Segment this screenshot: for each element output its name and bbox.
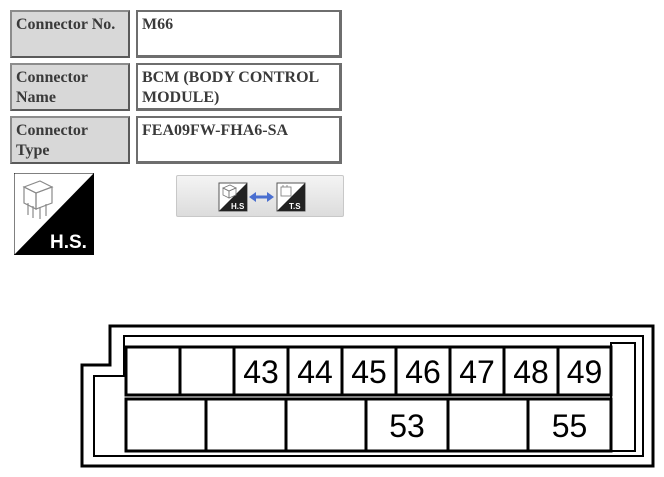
terminal-cavity (204, 397, 288, 453)
terminal-cavity (364, 397, 450, 453)
terminal-cavity (232, 345, 290, 397)
connector-number-value: M66 (136, 10, 342, 58)
swap-arrows-icon (249, 192, 274, 202)
terminal-cavity (446, 397, 530, 453)
connector-number-row: Connector No. M66 (10, 10, 342, 58)
terminal-number: 47 (459, 354, 495, 390)
terminal-number: 48 (513, 354, 549, 390)
connector-name-value: BCM (BODY CONTROL MODULE) (136, 63, 342, 111)
terminal-number: 46 (405, 354, 441, 390)
connector-number-label: Connector No. (10, 10, 130, 58)
terminal-cavity (178, 345, 236, 397)
terminal-bottom-row: 53 55 (124, 397, 613, 453)
terminal-number: 43 (243, 354, 279, 390)
terminal-top-row: 43 44 45 46 47 48 49 (124, 345, 613, 397)
terminal-cavity (284, 397, 368, 453)
terminal-number: 55 (552, 408, 588, 444)
terminal-cavity (340, 345, 398, 397)
connector-name-row: Connector Name BCM (BODY CONTROL MODULE) (10, 63, 342, 111)
terminal-cavity (394, 345, 452, 397)
harness-side-connector-icon: H.S. (13, 172, 95, 256)
svg-text:H.S: H.S (231, 202, 245, 211)
terminal-number: 44 (297, 354, 333, 390)
hs-mini-icon: H.S (218, 182, 248, 212)
terminal-number: 45 (351, 354, 387, 390)
terminal-number: 53 (389, 408, 425, 444)
connector-housing (80, 324, 655, 468)
view-toggle-button[interactable]: H.S T.S (176, 175, 344, 217)
hs-icon-label: H.S. (50, 232, 87, 253)
terminal-cavity (124, 345, 182, 397)
terminal-cavity (448, 345, 506, 397)
terminal-number: 49 (567, 354, 603, 390)
connector-name-label: Connector Name (10, 63, 130, 111)
terminal-cavity (124, 397, 208, 453)
ts-mini-icon: T.S (276, 182, 306, 212)
terminal-cavity (526, 397, 613, 453)
connector-type-label: Connector Type (10, 116, 130, 164)
terminal-cavity (556, 345, 613, 397)
connector-type-row: Connector Type FEA09FW-FHA6-SA (10, 116, 342, 164)
connector-type-value: FEA09FW-FHA6-SA (136, 116, 342, 164)
svg-text:T.S: T.S (289, 202, 301, 211)
